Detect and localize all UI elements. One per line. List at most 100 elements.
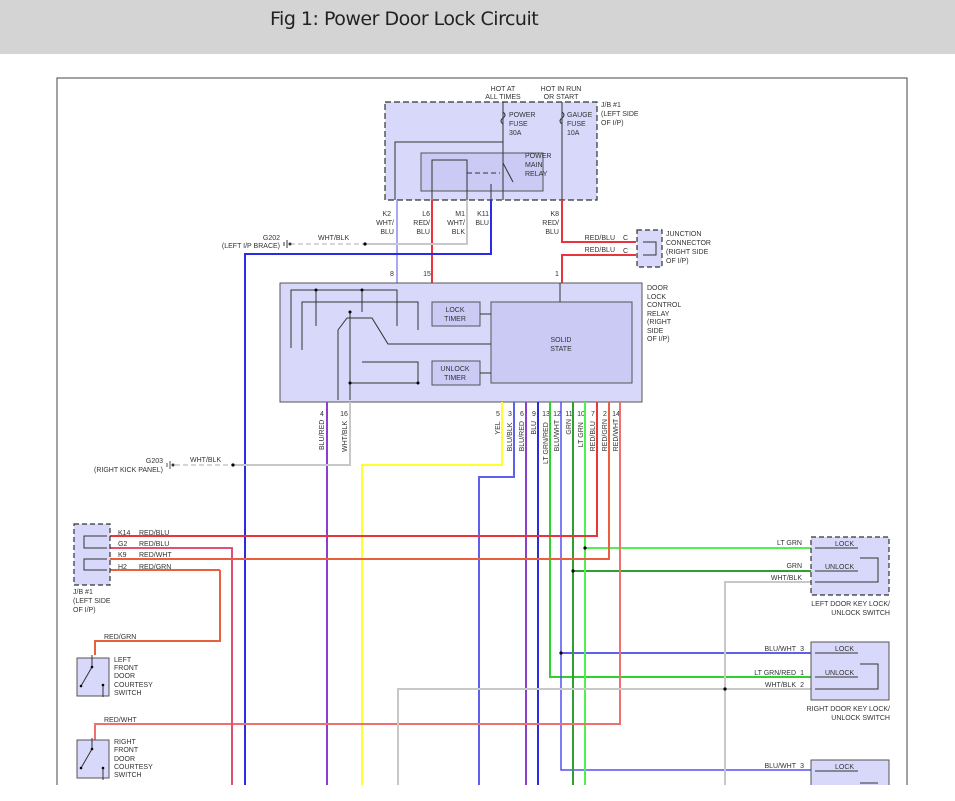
- relay-pin-9: 9: [532, 411, 536, 418]
- g202-location: (LEFT I/P BRACE): [222, 243, 280, 250]
- left-courtesy-label-1: LEFT: [114, 657, 132, 664]
- bottom-switch-pin: 3: [800, 763, 804, 770]
- power-main-relay-label-2: MAIN: [525, 162, 543, 169]
- bottom-switch-lock: LOCK: [835, 764, 854, 771]
- wire-label-pin-12: BLU/WHT: [554, 419, 561, 451]
- wire-label-pin-7: RED/BLU: [590, 421, 597, 451]
- pin-k11: K11: [477, 211, 489, 218]
- right-courtesy-label-3: DOOR: [114, 756, 135, 763]
- jb1-left-pin-h2: H2: [118, 564, 127, 571]
- jc-pin-2: C: [623, 248, 628, 255]
- right-key-wire-1: BLU/WHT: [765, 646, 797, 653]
- jb1-left-pin-k14: K14: [118, 530, 131, 537]
- right-key-pin-1: 3: [800, 646, 804, 653]
- power-fuse-label-2: FUSE: [509, 121, 528, 128]
- relay-pin-3: 3: [508, 411, 512, 418]
- jb1-left-wire-k9: RED/WHT: [139, 552, 172, 559]
- relay-pin-4: 4: [320, 411, 324, 418]
- wire-red-grn-pin2: [110, 402, 610, 560]
- right-key-pin-2: 1: [800, 670, 804, 677]
- g203-location: (RIGHT KICK PANEL): [94, 467, 163, 474]
- wire-label-pin-14: RED/WHT: [613, 418, 620, 451]
- wire-wht-blk-m1: [365, 200, 468, 245]
- right-key-pin-3: 2: [800, 682, 804, 689]
- lock-timer-2: TIMER: [444, 316, 466, 323]
- relay-label-4: RELAY: [647, 311, 670, 318]
- relay-pin-14: 14: [612, 411, 620, 418]
- figure-title: Fig 1: Power Door Lock Circuit: [270, 8, 539, 30]
- relay-pin-12: 12: [553, 411, 561, 418]
- wire-red-grn-h2: [94, 570, 221, 655]
- wire-wht-blk-pin16: [235, 402, 351, 466]
- wire-k11: BLU: [475, 220, 489, 227]
- power-main-relay-label-3: RELAY: [525, 171, 548, 178]
- left-courtesy-label-3: DOOR: [114, 673, 135, 680]
- unlock-timer-1: UNLOCK: [440, 366, 470, 373]
- relay-label-1: DOOR: [647, 285, 668, 292]
- wire-yel-pin5: [361, 402, 503, 785]
- gauge-fuse-icon: [559, 111, 565, 125]
- junction-connector: [636, 229, 663, 268]
- wire-label-pin-5: YEL: [495, 421, 502, 434]
- relay-pin-11: 11: [565, 411, 572, 418]
- wire-m1-2: BLK: [452, 229, 466, 236]
- page-header: Fig 1: Power Door Lock Circuit: [0, 0, 955, 54]
- relay-pin-15: 15: [423, 271, 431, 278]
- hot-at-all-times-line1: HOT AT: [491, 86, 516, 93]
- left-key-label-1: LEFT DOOR KEY LOCK/: [811, 601, 890, 608]
- wire-label-pin-3: BLU/BLK: [507, 422, 514, 451]
- right-key-wire-2: LT GRN/RED: [754, 670, 796, 677]
- pin-m1: M1: [455, 211, 465, 218]
- right-key-wire-3: WHT/BLK: [765, 682, 796, 689]
- jb1-top-label-1: J/B #1: [601, 102, 621, 109]
- wire-grn-pin11: [572, 402, 812, 785]
- solid-state-1: SOLID: [550, 337, 571, 344]
- jb1-top-label-3: OF I/P): [601, 120, 624, 127]
- wire-red-blu-pin7: [110, 402, 598, 537]
- jb1-left-wire-k14: RED/BLU: [139, 530, 169, 537]
- wire-blu-blk-pin3: [478, 402, 515, 785]
- left-key-wire-3: WHT/BLK: [771, 575, 802, 582]
- gauge-fuse-label-3: 10A: [567, 130, 580, 137]
- wire-label-pin-11: GRN: [566, 419, 573, 435]
- relay-pin-8: 8: [390, 271, 394, 278]
- bottom-switch-wire: BLU/WHT: [765, 763, 797, 770]
- right-courtesy-switch: [76, 738, 110, 780]
- pin-k8: K8: [550, 211, 559, 218]
- power-fuse-icon: [500, 111, 506, 125]
- wire-label-pin-9: BLU: [531, 421, 538, 435]
- relay-pin-1: 1: [555, 271, 559, 278]
- gauge-fuse-label-1: GAUGE: [567, 112, 593, 119]
- relay-pin-6: 6: [520, 411, 524, 418]
- jb1-left-label-2: (LEFT SIDE: [73, 598, 111, 605]
- wire-red-blu-to-relay: [561, 254, 636, 283]
- jc-label-4: OF I/P): [666, 258, 689, 265]
- wire-label-pin-10: LT GRN: [578, 422, 585, 447]
- wire-blu-wht-pin12: [560, 402, 812, 771]
- right-key-lock: LOCK: [835, 646, 854, 653]
- left-courtesy-label-4: COURTESY: [114, 682, 153, 689]
- jc-wire-1: RED/BLU: [585, 235, 615, 242]
- left-key-unlock: UNLOCK: [825, 564, 855, 571]
- right-courtesy-wire: RED/WHT: [104, 717, 137, 724]
- hot-at-all-times-line2: ALL TIMES: [485, 94, 521, 101]
- relay-pin-10: 10: [577, 411, 585, 418]
- g202-wire-label: WHT/BLK: [318, 235, 349, 242]
- wire-m1-1: WHT/: [447, 220, 465, 227]
- left-courtesy-label-5: SWITCH: [114, 690, 142, 697]
- relay-label-3: CONTROL: [647, 302, 681, 309]
- relay-label-7: OF I/P): [647, 336, 670, 343]
- diagram-frame: [56, 77, 908, 785]
- right-key-label-2: UNLOCK SWITCH: [831, 715, 890, 722]
- wire-l6-2: BLU: [416, 229, 430, 236]
- wire-l6-1: RED/: [413, 220, 430, 227]
- wire-label-wht-blk-16: WHT/BLK: [342, 421, 349, 452]
- jb1-top-block: [384, 101, 598, 201]
- power-fuse-label-3: 30A: [509, 130, 522, 137]
- relay-label-2: LOCK: [647, 294, 666, 301]
- wire-red-blu-k8: [561, 200, 636, 243]
- wire-label-pin-2: RED/GRN: [602, 419, 609, 451]
- relay-pin-5: 5: [496, 411, 500, 418]
- left-courtesy-label-2: FRONT: [114, 665, 139, 672]
